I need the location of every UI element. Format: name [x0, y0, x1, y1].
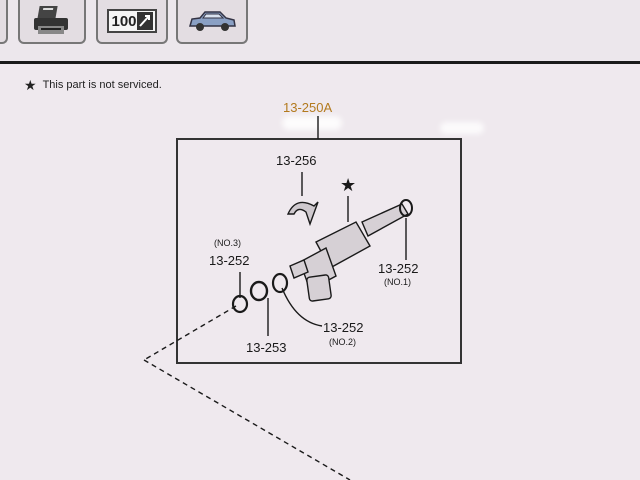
callout-oring-no3[interactable]: 13-252: [209, 253, 250, 268]
print-button[interactable]: [18, 0, 86, 44]
oring-no2-icon: [271, 272, 289, 294]
zoom-arrow-icon: [136, 12, 153, 30]
oring-no3-icon: [231, 294, 249, 314]
not-serviced-note: ★ This part is not serviced.: [24, 78, 162, 92]
callout-clip[interactable]: 13-256: [276, 153, 317, 168]
washer-icon: [249, 280, 269, 302]
callout-oring-no1-sub: (NO.1): [384, 277, 411, 287]
zoom-100-label: 100: [111, 12, 137, 30]
callout-oring-no2[interactable]: 13-252: [323, 320, 364, 335]
toolbar-divider: [0, 61, 640, 64]
screen-glare: [282, 116, 342, 130]
not-serviced-star-icon: ★: [340, 175, 357, 195]
star-icon: ★: [24, 77, 37, 93]
toolbar: 100: [0, 0, 640, 62]
vehicle-button[interactable]: [176, 0, 248, 44]
zoom-100-button[interactable]: 100: [96, 0, 168, 44]
callout-oring-no1[interactable]: 13-252: [378, 261, 419, 276]
callout-oring-no2-sub: (NO.2): [329, 337, 356, 347]
parts-diagram-frame: [176, 138, 462, 364]
screen-glare: [440, 122, 484, 134]
printer-icon: [34, 6, 68, 34]
callout-washer[interactable]: 13-253: [246, 340, 287, 355]
callout-oring-no3-sub: (NO.3): [214, 238, 241, 248]
injector-part-icon: [289, 203, 409, 302]
toolbar-button-partial[interactable]: [0, 0, 8, 44]
vehicle-icon: [189, 11, 236, 31]
clip-part-icon: [286, 201, 319, 227]
assembly-code-label[interactable]: 13-250A: [283, 100, 333, 115]
oring-no1-icon: [399, 199, 413, 217]
zoom-100-icon: 100: [107, 9, 157, 33]
not-serviced-note-text: This part is not serviced.: [42, 79, 162, 91]
